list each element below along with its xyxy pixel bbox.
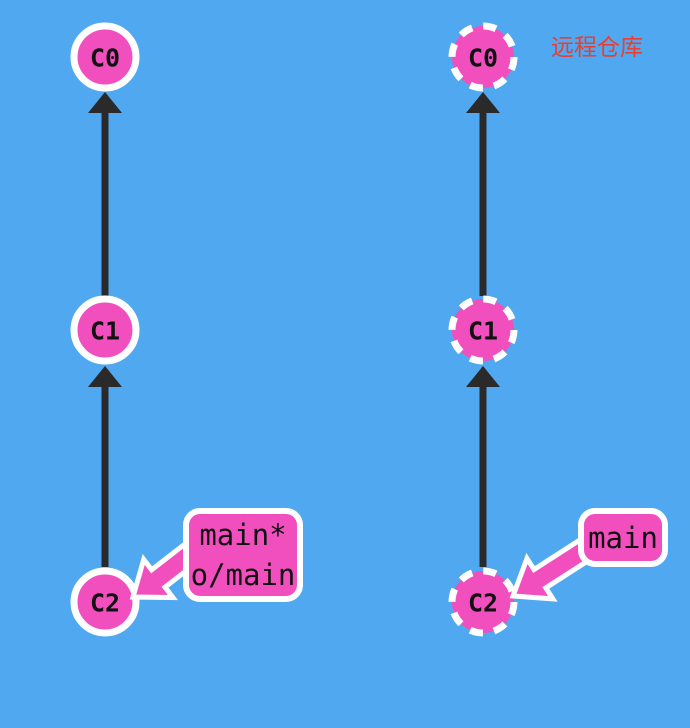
local-edge-c1-c0-arrowhead — [88, 92, 122, 113]
remote-commit-label-c2: C2 — [468, 589, 498, 618]
remote-branch-label-box — [578, 508, 668, 567]
remote-commit-label-c1: C1 — [468, 317, 498, 346]
local-commit-label-c2: C2 — [90, 589, 120, 618]
local-commit-label-c0: C0 — [90, 44, 120, 73]
local-edge-c2-c1-arrowhead — [88, 366, 122, 387]
local-commit-node-c0 — [70, 22, 140, 92]
remote-branch-label: main — [588, 521, 658, 555]
local-commit-label-c1: C1 — [90, 317, 120, 346]
remote-edge-c1-c0-arrowhead — [466, 92, 500, 113]
remote-commit-node-c0 — [448, 22, 518, 92]
remote-commit-node-c2 — [448, 567, 518, 637]
local-branch-label-box — [183, 508, 303, 602]
remote-commit-node-c1 — [448, 295, 518, 365]
remote-commit-label-c0: C0 — [468, 44, 498, 73]
remote-repo-title: 远程仓库 — [551, 35, 643, 61]
local-branch-tracking-label: o/main — [191, 558, 296, 592]
local-repo-column: C0 C1 C2 main* o/main — [70, 22, 303, 637]
remote-edge-c2-c1-arrowhead — [466, 366, 500, 387]
local-branch-head-label: main* — [199, 518, 286, 552]
remote-repo-column: 远程仓库 C0 C1 C2 main — [448, 22, 668, 637]
local-commit-node-c1 — [70, 295, 140, 365]
local-commit-node-c2 — [70, 567, 140, 637]
